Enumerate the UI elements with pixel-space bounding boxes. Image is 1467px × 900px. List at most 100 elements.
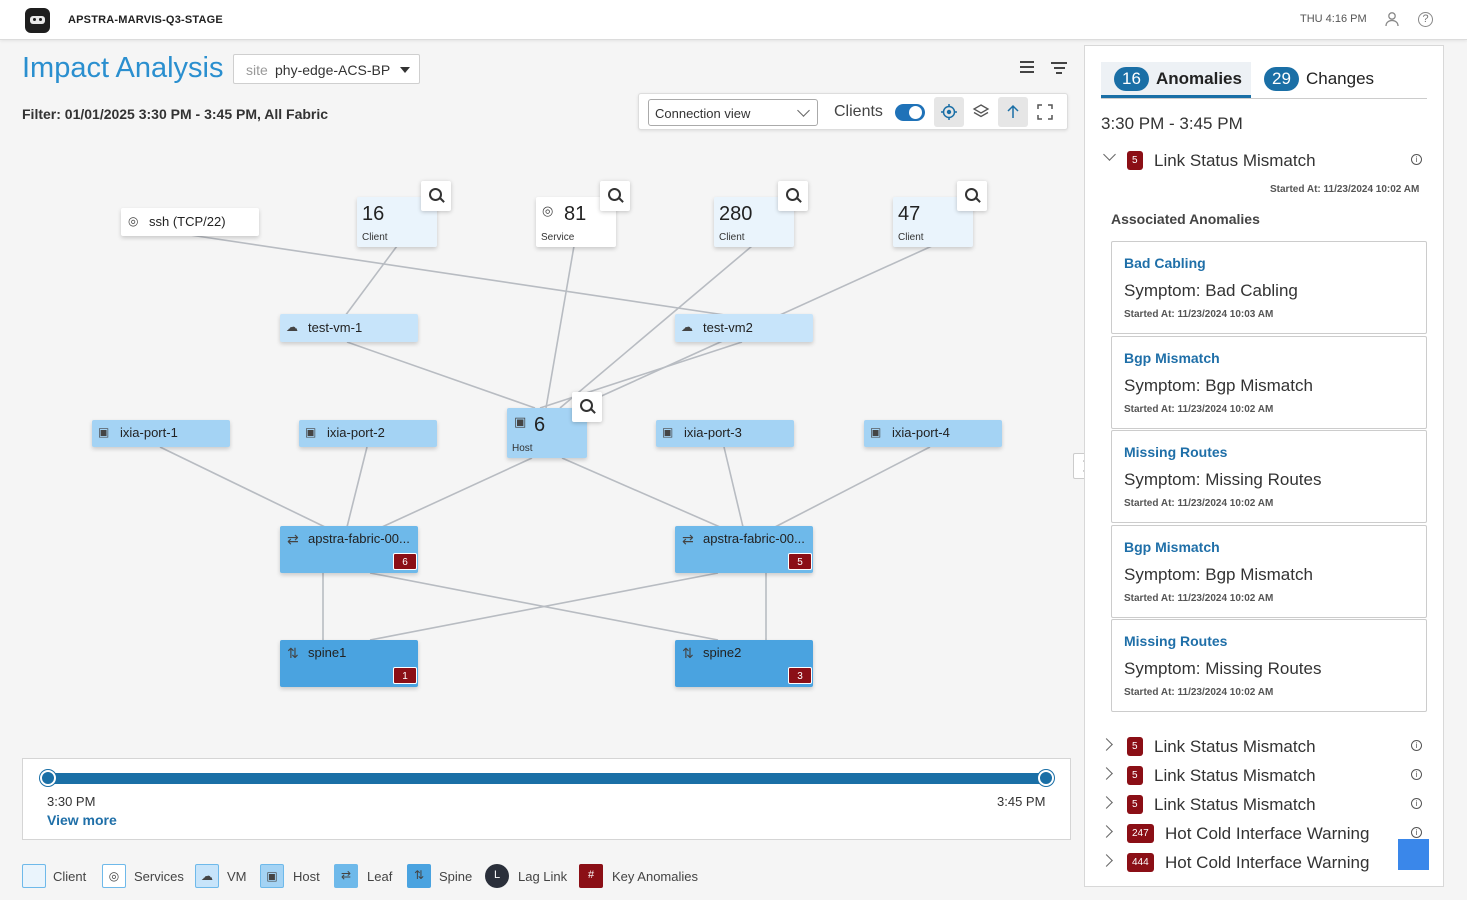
clients-toggle[interactable] <box>895 104 925 121</box>
link <box>774 446 931 528</box>
port-node-label: ixia-port-4 <box>892 425 950 440</box>
chevron-right-icon <box>1100 854 1113 867</box>
port-node-label: ixia-port-2 <box>327 425 385 440</box>
view-more-link[interactable]: View more <box>47 812 117 828</box>
app-logo-icon[interactable] <box>25 8 50 33</box>
timeline-end-handle[interactable] <box>1038 770 1054 786</box>
layers-icon[interactable] <box>966 97 996 127</box>
port-node-label: ixia-port-1 <box>120 425 178 440</box>
info-icon[interactable]: i <box>1411 769 1422 780</box>
chevron-right-icon <box>1100 767 1113 780</box>
timeline-start-handle[interactable] <box>40 770 56 786</box>
anomaly-group-title: Link Status Mismatch <box>1154 795 1316 814</box>
leaf-node-label: apstra-fabric-00... <box>308 531 410 546</box>
locate-target-icon[interactable] <box>934 97 964 127</box>
search-icon[interactable] <box>421 181 451 211</box>
info-icon[interactable]: i <box>1411 740 1422 751</box>
legend-label: VM <box>227 869 247 884</box>
anomaly-card-title[interactable]: Bgp Mismatch <box>1124 539 1220 555</box>
leaf-icon: ⇄ <box>287 531 299 547</box>
info-icon[interactable]: i <box>1411 154 1422 165</box>
vm-node[interactable]: ☁ test-vm-1 <box>280 314 418 342</box>
anomaly-group[interactable]: 247 Hot Cold Interface Warning i <box>1100 821 1429 845</box>
timeline: 3:30 PM 3:45 PM View more <box>22 758 1071 840</box>
associated-anomaly-card[interactable]: Bgp Mismatch Symptom: Bgp Mismatch Start… <box>1111 336 1427 429</box>
anomaly-count-badge: 5 <box>1127 737 1143 756</box>
link <box>381 457 533 528</box>
site-select-label: site <box>246 62 268 78</box>
clock: THU 4:16 PM <box>1300 13 1367 25</box>
anomaly-group[interactable]: 5 Link Status Mismatch i <box>1100 763 1429 787</box>
associated-anomaly-card[interactable]: Missing Routes Symptom: Missing Routes S… <box>1111 430 1427 523</box>
user-icon[interactable] <box>1383 11 1401 29</box>
tab-count-badge: 29 <box>1264 67 1299 91</box>
fullscreen-icon[interactable] <box>1030 97 1060 127</box>
timeline-range-bar[interactable] <box>48 773 1046 784</box>
anomaly-count-badge: 444 <box>1127 853 1154 872</box>
anomaly-card-title[interactable]: Missing Routes <box>1124 444 1228 460</box>
legend-label: Lag Link <box>518 869 568 884</box>
filter-icon[interactable] <box>1051 62 1067 76</box>
vm-node[interactable]: ☁ test-vm2 <box>675 314 813 342</box>
help-icon[interactable]: ? <box>1418 12 1433 27</box>
leaf-node[interactable]: ⇄ apstra-fabric-00... 6 <box>280 526 418 573</box>
info-icon[interactable]: i <box>1411 798 1422 809</box>
link <box>346 446 368 528</box>
legend-label: Key Anomalies <box>612 869 698 884</box>
anomaly-count-badge: 5 <box>1127 795 1143 814</box>
associated-anomalies-heading: Associated Anomalies <box>1111 211 1260 227</box>
host-count: 6 <box>534 414 546 436</box>
list-menu-icon[interactable] <box>1020 61 1034 75</box>
client-type-label: Client <box>898 232 924 243</box>
port-node[interactable]: ▣ ixia-port-3 <box>656 420 794 447</box>
top-bar: APSTRA-MARVIS-Q3-STAGE THU 4:16 PM ? <box>0 0 1467 40</box>
service-node-ssh[interactable]: ◎ ssh (TCP/22) <box>121 208 259 236</box>
tab-changes[interactable]: 29 Changes <box>1251 62 1391 98</box>
panel-tabs: 16 Anomalies 29 Changes <box>1101 62 1427 99</box>
arrow-up-icon[interactable] <box>998 97 1028 127</box>
anomaly-group[interactable]: 5 Link Status Mismatch i <box>1100 734 1429 758</box>
associated-anomaly-card[interactable]: Missing Routes Symptom: Missing Routes S… <box>1111 619 1427 712</box>
anomaly-group-expanded[interactable]: 5 Link Status Mismatch i <box>1101 148 1429 172</box>
anomaly-card-title[interactable]: Bad Cabling <box>1124 255 1206 271</box>
associated-anomaly-card[interactable]: Bgp Mismatch Symptom: Bgp Mismatch Start… <box>1111 525 1427 618</box>
link <box>346 341 536 409</box>
port-node[interactable]: ▣ ixia-port-1 <box>92 420 230 447</box>
graph-links <box>159 234 933 641</box>
anomaly-card-title[interactable]: Bgp Mismatch <box>1124 350 1220 366</box>
service-icon: ◎ <box>102 864 126 888</box>
leaf-node[interactable]: ⇄ apstra-fabric-00... 5 <box>675 526 813 573</box>
host-icon: ▣ <box>305 425 317 439</box>
search-icon[interactable] <box>957 181 987 211</box>
associated-anomaly-card[interactable]: Bad Cabling Symptom: Bad Cabling Started… <box>1111 241 1427 334</box>
spine-node-label: spine1 <box>308 645 347 660</box>
tab-anomalies[interactable]: 16 Anomalies <box>1101 62 1251 98</box>
leaf-icon: ⇄ <box>682 531 694 547</box>
link <box>561 457 721 528</box>
site-select[interactable]: site phy-edge-ACS-BP <box>233 54 420 84</box>
search-icon[interactable] <box>600 181 630 211</box>
anomaly-group[interactable]: 5 Link Status Mismatch i <box>1100 792 1429 816</box>
link <box>159 446 326 528</box>
anomaly-group[interactable]: 444 Hot Cold Interface Warning <box>1100 850 1429 874</box>
chat-launcher-button[interactable] <box>1398 839 1429 870</box>
service-icon: ◎ <box>128 214 139 228</box>
timeline-start-label: 3:30 PM <box>47 794 96 809</box>
anomaly-card-symptom: Symptom: Missing Routes <box>1124 470 1322 489</box>
port-node[interactable]: ▣ ixia-port-4 <box>864 420 1002 447</box>
host-icon: ▣ <box>260 864 284 888</box>
search-icon[interactable] <box>778 181 808 211</box>
anomaly-card-title[interactable]: Missing Routes <box>1124 633 1228 649</box>
anomaly-group-title: Link Status Mismatch <box>1154 151 1316 170</box>
anomaly-card-symptom: Symptom: Missing Routes <box>1124 659 1322 678</box>
port-node[interactable]: ▣ ixia-port-2 <box>299 420 437 447</box>
info-icon[interactable]: i <box>1411 827 1422 838</box>
spine-node[interactable]: ⇅ spine2 3 <box>675 640 813 687</box>
search-icon[interactable] <box>572 392 602 422</box>
spine-node[interactable]: ⇅ spine1 1 <box>280 640 418 687</box>
client-count: 280 <box>719 203 753 225</box>
cloud-vm-icon: ☁ <box>286 320 298 334</box>
filter-summary: Filter: 01/01/2025 3:30 PM - 3:45 PM, Al… <box>22 106 329 122</box>
view-select[interactable]: Connection view <box>648 99 818 126</box>
link <box>545 245 575 409</box>
